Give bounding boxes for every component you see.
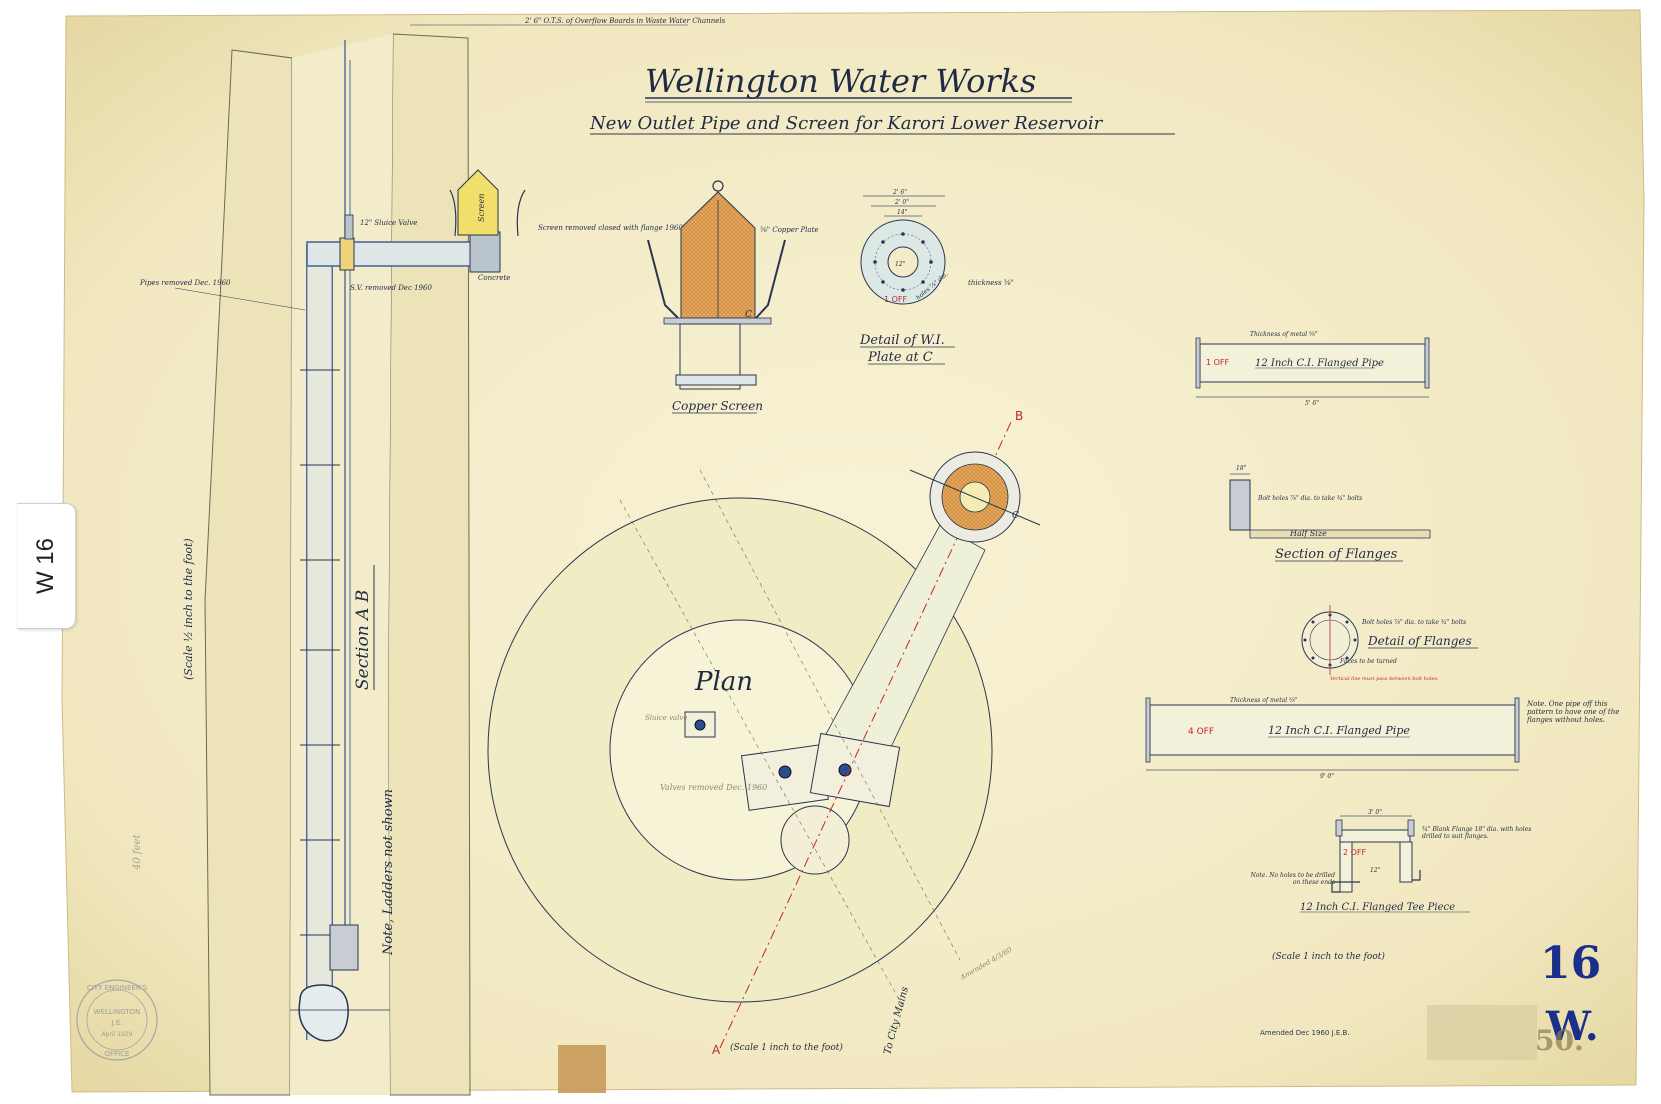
copper-plate-note: ⅜" Copper Plate (760, 226, 819, 234)
section-scale: (Scale ½ inch to the foot) (182, 538, 195, 680)
plan-sluice-note: Sluice valve (645, 714, 688, 722)
section-ab-drawing: Screen Pipes removed Dec. 1960 12" Sluic… (132, 33, 683, 1096)
tee-blank-note: ¾" Blank Flange 18" dia. with holes dril… (1422, 826, 1532, 840)
stamp-letter: W. (1545, 1003, 1599, 1050)
plate-dim-mid: 2' 0" (894, 199, 909, 206)
amended-note: Amended Dec 1960 J.E.B. (1260, 1029, 1350, 1037)
sheet-subtitle: New Outlet Pipe and Screen for Karori Lo… (589, 113, 1104, 134)
tee-holes-note: Note. No holes to be drilled on these en… (1250, 872, 1335, 886)
flange-detail-title: Detail of Flanges (1367, 634, 1472, 648)
archive-tape (558, 1005, 1537, 1093)
pipe-1-off: 1 OFF (1206, 358, 1230, 367)
pipe-1-thickness: Thickness of metal ⅝" (1250, 331, 1318, 338)
pipes-removed-note: Pipes removed Dec. 1960 (139, 279, 231, 287)
plan-title: Plan (694, 667, 753, 697)
plate-detail-title-2: Plate at C (867, 350, 933, 365)
plate-dim-bore: 12" (895, 261, 906, 268)
flange-section-title: Section of Flanges (1275, 547, 1398, 562)
pipe-4-off: 4 OFF (1188, 727, 1214, 737)
plan-label-a: A (712, 1043, 721, 1057)
pipe-4-thickness: Thickness of metal ⅝" (1230, 697, 1298, 704)
section-of-flanges-drawing: 18" Bolt holes ⅞" dia. to take ¾" bolts … (1229, 465, 1431, 562)
plan-scale: (Scale 1 inch to the foot) (730, 1042, 843, 1053)
sluice-valve-note: 12" Sluice Valve (360, 219, 417, 227)
depth-pencil-note: 40 feet (132, 834, 143, 871)
pipe-1-drawing: Thickness of metal ⅝" 1 OFF 12 Inch C.I.… (1195, 331, 1430, 407)
tee-dim-side: 12" (1370, 867, 1381, 874)
flange-dim: 18" (1236, 465, 1247, 472)
tee-scale: (Scale 1 inch to the foot) (1272, 951, 1385, 962)
plate-dim-outer: 2' 6" (892, 189, 907, 196)
pipe-1-label: 12 Inch C.I. Flanged Pipe (1255, 358, 1384, 369)
section-ab-title: Section A B (353, 590, 373, 690)
plate-off: 1 OFF (884, 295, 908, 304)
pipe-1-length: 5' 6" (1305, 400, 1319, 407)
copper-screen-title: Copper Screen (672, 399, 763, 413)
plate-detail-title-1: Detail of W.I. (859, 333, 945, 348)
plan-valves-removed: Valves removed Dec. 1960 (660, 783, 767, 792)
seal-center-2: J.E. (111, 1019, 123, 1027)
flange-detail-red-note: Vertical line must pass between bolt hol… (1330, 676, 1439, 682)
pipe-4-drawing: Thickness of metal ⅝" 4 OFF 12 Inch C.I.… (1145, 697, 1620, 780)
sv-removed-note: S.V. removed Dec 1960 (350, 284, 432, 292)
tee-piece-drawing: 3' 0" 12" 2 OFF ¾" Blank Flange 18" dia.… (1250, 809, 1532, 962)
section-screen-label: Screen (477, 194, 486, 222)
pipe-4-note: Note. One pipe off this pattern to have … (1527, 700, 1620, 724)
tee-off: 2 OFF (1343, 848, 1367, 857)
flange-detail-bolts: Bolt holes ⅞" dia. to take ¾" bolts (1361, 619, 1466, 626)
ladders-note: Note, Ladders not shown (381, 789, 396, 956)
seal-center-3: April 1929 (102, 1031, 133, 1038)
shaft-wall-right (387, 33, 471, 1096)
sheet-tab-label: W 16 (32, 537, 59, 595)
plate-detail-drawing: 2' 6" 2' 0" 14" 12" 1 OFF holes ⅞" dia. … (859, 189, 1014, 365)
plan-drawing: A B C Plan Sluice valve Valves removed D… (487, 409, 1041, 1057)
copper-screen-c: C (745, 310, 752, 320)
detail-of-flanges-drawing: Bolt holes ⅞" dia. to take ¾" bolts Deta… (1301, 605, 1478, 682)
tee-dim-top: 3' 0" (1368, 809, 1382, 816)
flange-half-size: Half Size (1289, 529, 1327, 538)
copper-screen-drawing: ⅜" Copper Plate C Copper Screen (647, 180, 819, 414)
pipe-4-length: 9' 0" (1320, 773, 1334, 780)
sheet-title: Wellington Water Works (645, 62, 1036, 100)
plate-dim-inner: 14" (897, 209, 908, 216)
top-note: 2' 6" O.T.S. of Overflow Boards in Waste… (524, 17, 726, 25)
sheet-tab[interactable]: W 16 (17, 503, 76, 629)
flange-bolt-note: Bolt holes ⅞" dia. to take ¾" bolts (1257, 495, 1362, 502)
seal-ring-top: CITY ENGINEER'S (87, 984, 148, 992)
screen-removed-note: Screen removed closed with flange 1960 (538, 224, 683, 232)
plate-thickness: thickness ⅜" (968, 279, 1014, 287)
stamp-number: 16 (1540, 938, 1601, 989)
plan-label-c: C (1012, 511, 1019, 521)
tee-label: 12 Inch C.I. Flanged Tee Piece (1300, 902, 1455, 913)
seal-ring-bottom: OFFICE (105, 1050, 130, 1058)
concrete-note: Concrete (478, 274, 510, 282)
plan-label-b: B (1015, 409, 1023, 423)
flange-detail-faces: Faces to be turned (1339, 658, 1397, 665)
seal-center-1: WELLINGTON (94, 1008, 141, 1016)
stamp-partial: 50. (1535, 1024, 1584, 1057)
pipe-4-label: 12 Inch C.I. Flanged Pipe (1268, 724, 1410, 737)
city-engineer-seal: CITY ENGINEER'S OFFICE WELLINGTON J.E. A… (76, 979, 158, 1061)
